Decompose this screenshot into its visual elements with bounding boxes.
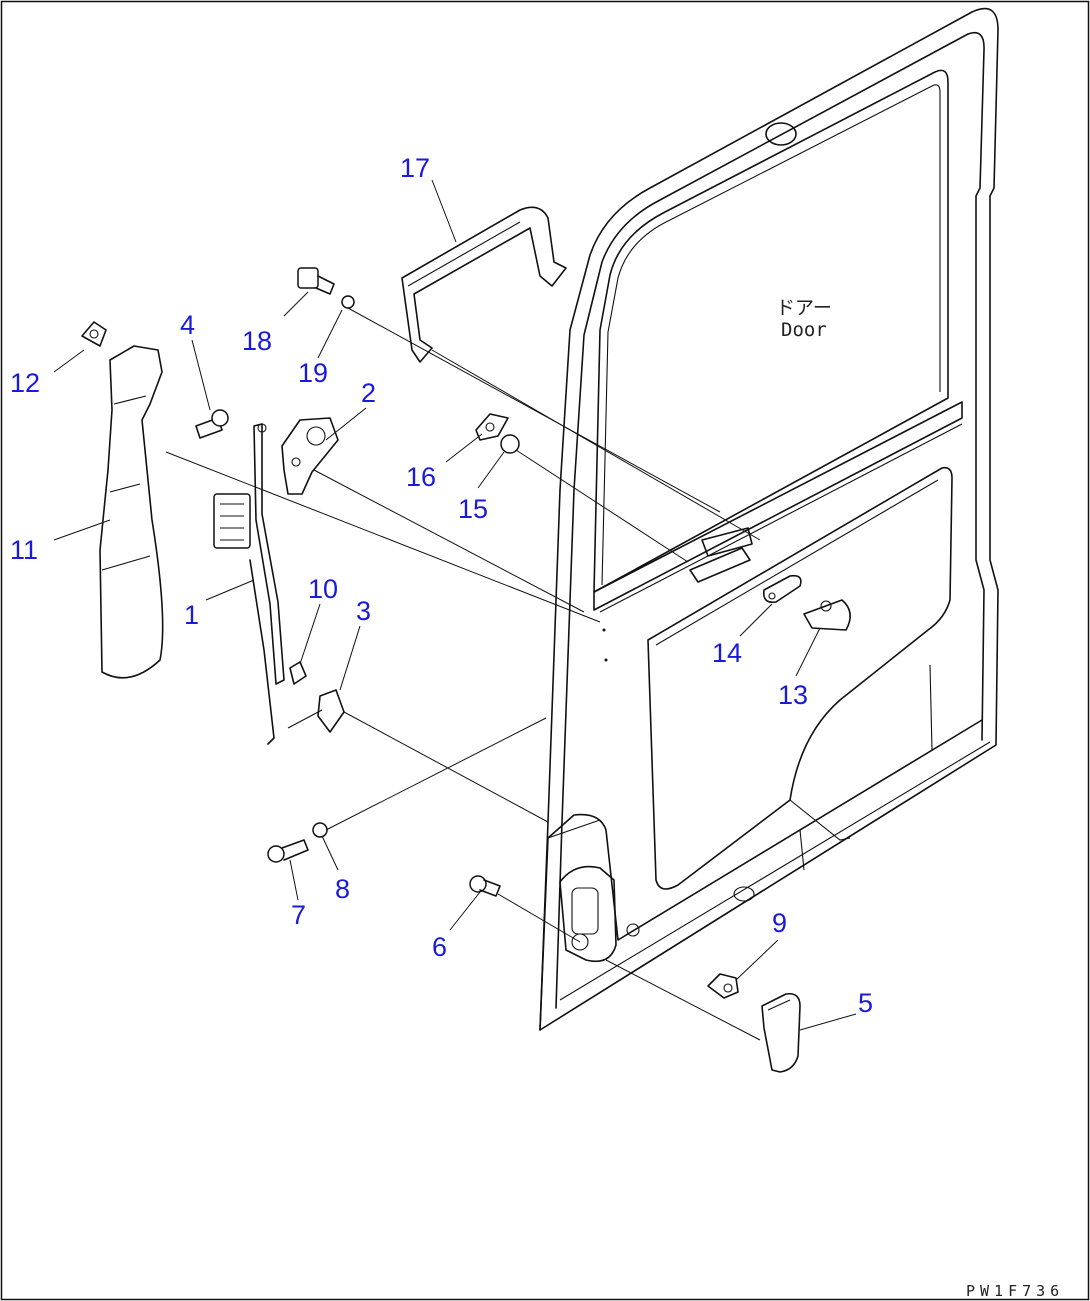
callout-12: 12 <box>10 368 41 398</box>
part-18-bolt <box>297 267 335 295</box>
part-12-clip <box>81 321 107 347</box>
part-7-bolt <box>267 839 309 863</box>
assembly-lines <box>165 307 761 1041</box>
callout-1: 1 <box>184 600 200 630</box>
callout-leaders <box>53 179 857 1031</box>
callout-10: 10 <box>308 574 339 604</box>
callout-13: 13 <box>778 680 809 710</box>
drawing-code: PW1F736 <box>966 1282 1065 1300</box>
callout-4: 4 <box>180 310 196 340</box>
door-label-jp: ドアー <box>776 297 832 319</box>
part-6-bolt <box>469 875 501 897</box>
door-panel <box>539 7 999 1031</box>
door-label: ドアー Door <box>776 297 832 342</box>
door-label-en: Door <box>781 318 827 341</box>
callout-14: 14 <box>712 638 743 668</box>
part-10-clip <box>289 661 307 685</box>
callout-18: 18 <box>242 326 273 356</box>
part-9-striker <box>707 973 739 999</box>
callout-3: 3 <box>356 596 372 626</box>
part-1-lock-assembly <box>213 423 285 745</box>
callout-15: 15 <box>458 494 489 524</box>
callout-9: 9 <box>772 908 788 938</box>
part-8-washer <box>312 822 328 838</box>
mid-rail-bracket <box>689 527 753 583</box>
part-2-latch <box>281 417 339 495</box>
callout-8: 8 <box>335 874 351 904</box>
part-4-bolt <box>195 409 229 439</box>
part-19-washer <box>341 295 355 309</box>
part-14-plate <box>762 574 802 604</box>
callout-7: 7 <box>291 900 307 930</box>
callout-19: 19 <box>298 358 329 388</box>
callout-17: 17 <box>400 153 431 183</box>
callout-2: 2 <box>361 378 377 408</box>
part-15-washer <box>500 434 520 454</box>
part-11-cover <box>99 345 164 679</box>
callout-5: 5 <box>858 988 874 1018</box>
callout-11: 11 <box>10 535 39 565</box>
part-17-grab-handle <box>401 206 567 363</box>
part-13-bolt <box>803 599 851 631</box>
part-16-plate <box>475 413 509 441</box>
callout-6: 6 <box>432 932 448 962</box>
part-3-bracket <box>287 689 345 733</box>
callout-16: 16 <box>406 462 437 492</box>
part-5-handle-cover <box>761 992 801 1073</box>
